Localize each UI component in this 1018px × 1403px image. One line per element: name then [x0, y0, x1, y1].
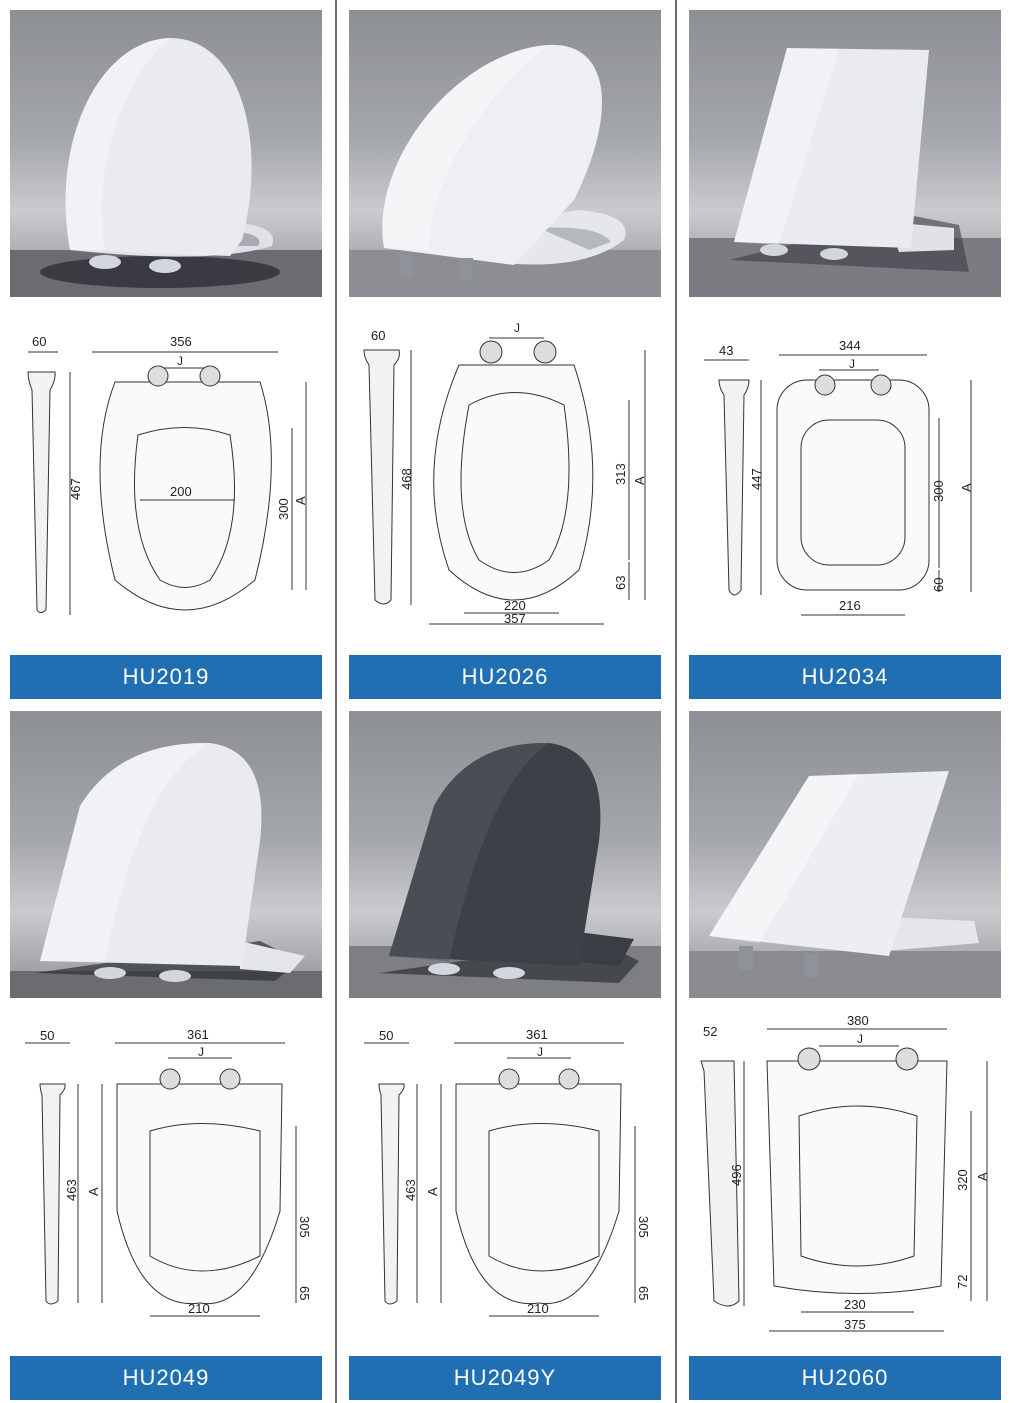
dim-rear: 72 [955, 1275, 970, 1289]
dim-outer-width: 375 [844, 1317, 866, 1332]
technical-drawing: 60 468 J 313 A 63 220 357 [349, 310, 661, 650]
dim-inner-length: 300 [931, 480, 946, 502]
product-card-hu2060: 52 496 380 J 320 A 72 230 375 HU2060 [689, 711, 1001, 1401]
technical-drawing: 43 447 344 J 300 A 60 216 [689, 310, 1001, 650]
dim-hinge: J [857, 1032, 863, 1046]
dim-rear: 63 [613, 576, 628, 590]
dim-width: 357 [504, 611, 526, 626]
dim-hinge: J [177, 354, 183, 368]
dim-rear: 65 [297, 1286, 312, 1300]
technical-drawing: 52 496 380 J 320 A 72 230 375 [689, 1011, 1001, 1351]
dim-inner-length: 305 [636, 1216, 651, 1238]
dim-width: 344 [839, 338, 861, 353]
dim-hinge: J [198, 1045, 204, 1059]
dim-total: A [632, 476, 647, 485]
dim-length: 463 [403, 1179, 418, 1201]
column-separator [675, 0, 677, 1403]
dim-length: 467 [68, 478, 83, 500]
product-photo [10, 711, 322, 998]
dim-side-depth: 50 [40, 1028, 54, 1043]
product-card-hu2034: 43 447 344 J 300 A 60 216 HU2034 [689, 10, 1001, 700]
dim-total: A [975, 1172, 990, 1181]
dim-side-depth: 60 [32, 334, 46, 349]
dim-total: A [293, 496, 308, 505]
dim-total: A [86, 1187, 101, 1196]
product-photo [689, 10, 1001, 297]
product-card-hu2049: 50 463 361 J A 305 65 210 HU2049 [10, 711, 322, 1401]
dim-hinge: J [537, 1045, 543, 1059]
column-separator [335, 0, 337, 1403]
product-photo [689, 711, 1001, 998]
dim-inner-length: 305 [297, 1216, 312, 1238]
dim-width: 380 [847, 1013, 869, 1028]
dim-inner-width: 230 [844, 1297, 866, 1312]
model-label: HU2060 [689, 1356, 1001, 1400]
technical-drawing: 50 463 361 J A 305 65 210 [349, 1011, 661, 1351]
dim-inner-length: 313 [613, 463, 628, 485]
technical-drawing: 60 467 356 J 200 300 A [10, 310, 322, 650]
dim-inner-width: 200 [170, 484, 192, 499]
model-label: HU2049Y [349, 1356, 661, 1400]
dim-length: 496 [729, 1164, 744, 1186]
product-card-hu2019: 60 467 356 J 200 300 A HU2019 [10, 10, 322, 700]
product-photo [349, 10, 661, 297]
product-photo [349, 711, 661, 998]
dim-side-depth: 52 [703, 1024, 717, 1039]
model-label: HU2019 [10, 655, 322, 699]
product-card-hu2049y: 50 463 361 J A 305 65 210 HU2049Y [349, 711, 661, 1401]
dim-side-depth: 50 [379, 1028, 393, 1043]
model-label: HU2049 [10, 1356, 322, 1400]
dim-length: 447 [749, 468, 764, 490]
dim-side-depth: 43 [719, 343, 733, 358]
dim-inner-length: 320 [955, 1169, 970, 1191]
technical-drawing: 50 463 361 J A 305 65 210 [10, 1011, 322, 1351]
dim-width: 361 [526, 1027, 548, 1042]
dim-width: 356 [170, 334, 192, 349]
dim-length: 463 [64, 1179, 79, 1201]
dim-inner-width: 210 [188, 1301, 210, 1316]
model-label: HU2034 [689, 655, 1001, 699]
dim-rear: 65 [636, 1286, 651, 1300]
dim-hinge: J [849, 357, 855, 371]
dim-side-depth: 60 [371, 328, 385, 343]
dim-hinge: J [514, 321, 520, 335]
model-label: HU2026 [349, 655, 661, 699]
dim-inner-width: 220 [504, 598, 526, 613]
dim-width: 361 [187, 1027, 209, 1042]
dim-inner-width: 216 [839, 598, 861, 613]
product-card-hu2026: 60 468 J 313 A 63 220 357 HU2026 [349, 10, 661, 700]
dim-inner-length: 300 [276, 498, 291, 520]
dim-total: A [959, 483, 974, 492]
dim-length: 468 [399, 468, 414, 490]
product-photo [10, 10, 322, 297]
dim-total: A [425, 1187, 440, 1196]
dim-inner-width: 210 [527, 1301, 549, 1316]
dim-rear: 60 [931, 578, 946, 592]
